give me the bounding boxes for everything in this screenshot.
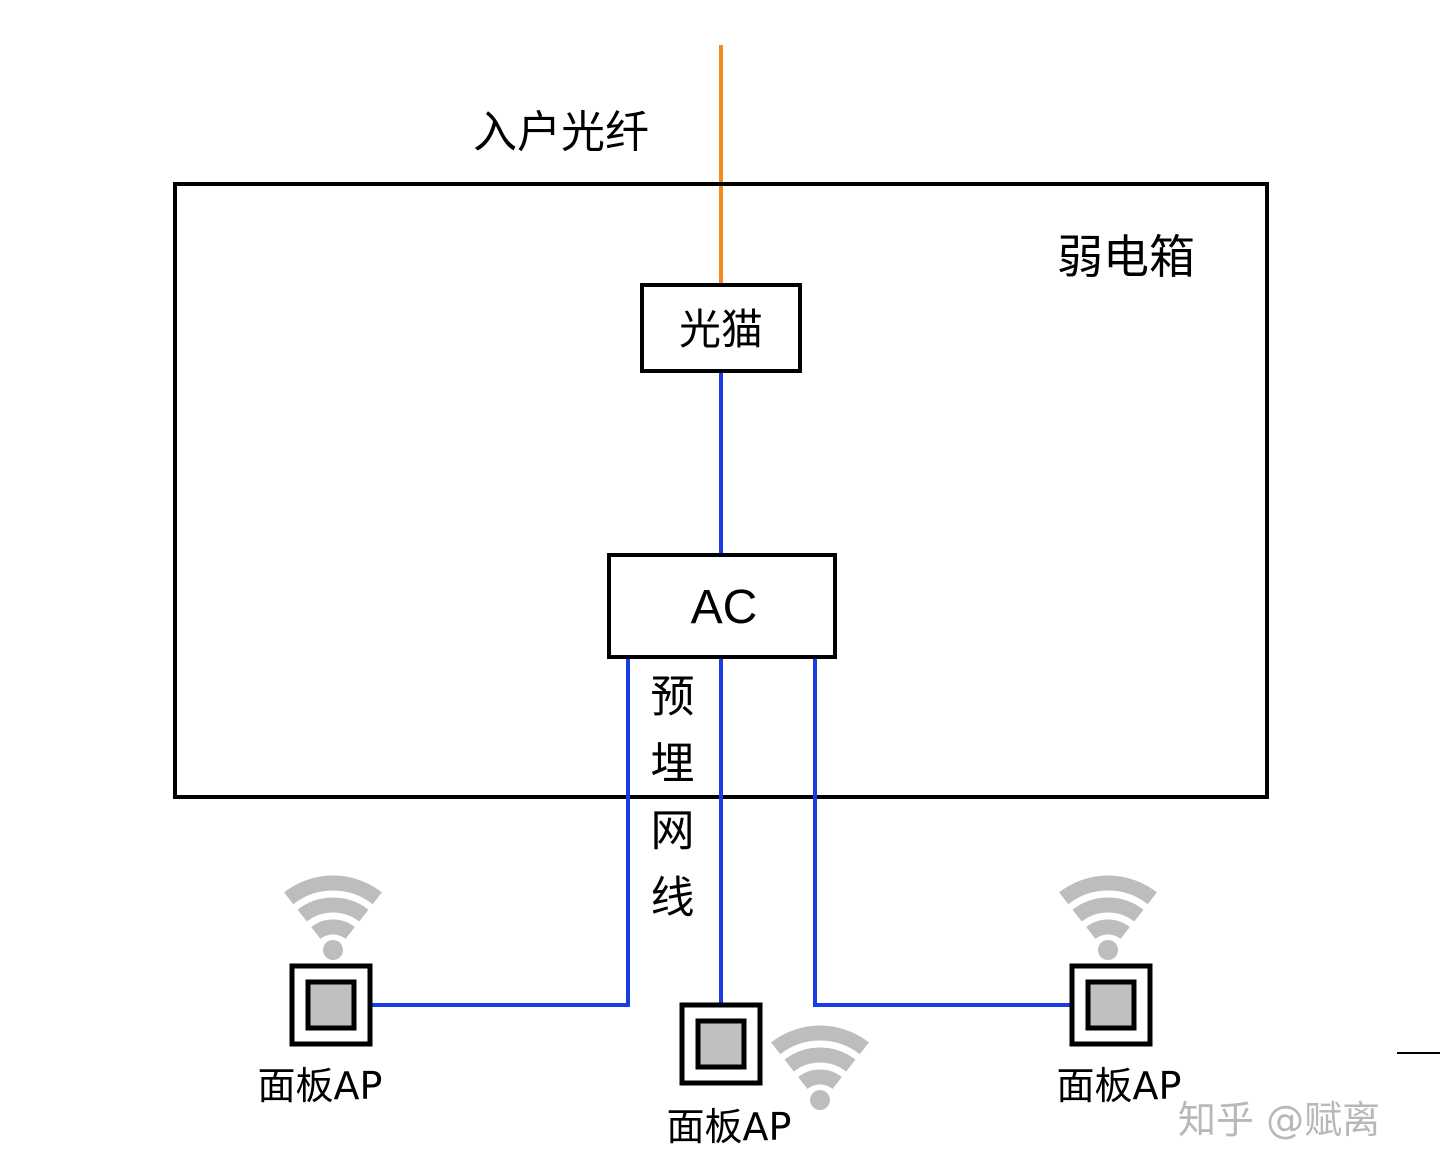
fiber-in-label: 入户光纤	[473, 107, 649, 158]
modem-label: 光猫	[679, 305, 763, 354]
panel-ap-right: 面板AP	[1057, 883, 1182, 1108]
ap-right-label: 面板AP	[1057, 1064, 1182, 1108]
ap-middle-label: 面板AP	[667, 1105, 792, 1149]
ap-left-label: 面板AP	[258, 1064, 383, 1108]
wifi-icon	[289, 883, 378, 960]
watermark: 知乎 @赋离	[1178, 1098, 1380, 1142]
weak-current-box-label: 弱电箱	[1057, 230, 1195, 284]
wifi-icon	[1064, 883, 1153, 960]
ac-controller: AC	[607, 553, 837, 659]
optical-modem: 光猫	[640, 283, 802, 373]
ap-device-icon	[682, 1005, 760, 1083]
ap-device-icon	[292, 966, 370, 1044]
ac-label: AC	[691, 581, 758, 634]
cable-label: 预埋网线	[643, 673, 694, 941]
ethernet-lines	[370, 371, 1072, 1007]
ap-device-icon	[1072, 966, 1150, 1044]
panel-ap-middle: 面板AP	[667, 1005, 865, 1149]
panel-ap-left: 面板AP	[258, 883, 383, 1108]
wifi-icon	[776, 1033, 865, 1110]
